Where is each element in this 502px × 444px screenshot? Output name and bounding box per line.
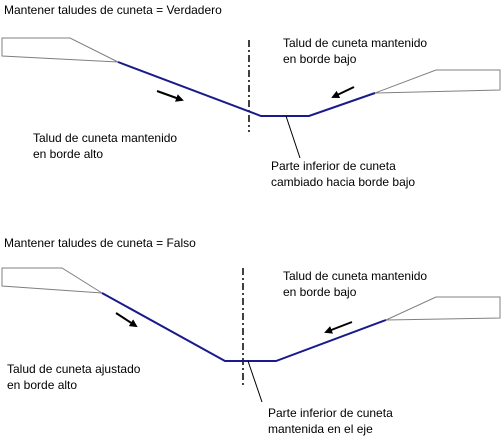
top-left-slope-band	[1, 37, 119, 63]
top-left-slope-arrow	[156, 90, 184, 102]
bottom-left-slope-arrow	[115, 312, 138, 328]
top-left-slope-label: Talud de cuneta mantenido en borde alto	[33, 131, 178, 161]
top-diagram	[1, 37, 501, 159]
bottom-right-slope-band	[385, 296, 501, 321]
bottom-right-slope-arrow	[324, 321, 353, 334]
bottom-ditch-profile	[101, 292, 387, 362]
bottom-diagram-title: Mantener taludes de cuneta = Falso	[4, 236, 196, 250]
bottom-diagram	[1, 267, 501, 403]
bottom-left-slope-band	[1, 267, 103, 294]
bottom-right-slope-label: Talud de cuneta mantenido en borde bajo	[283, 269, 428, 299]
top-right-slope-label: Talud de cuneta mantenido en borde bajo	[283, 36, 428, 66]
bottom-bottom-label: Parte inferior de cuneta mantenida en el…	[268, 406, 393, 436]
top-diagram-title: Mantener taludes de cuneta = Verdadero	[4, 3, 222, 17]
top-bottom-label: Parte inferior de cuneta cambiado hacia …	[271, 159, 416, 189]
bottom-left-slope-label: Talud de cuneta ajustado en borde alto	[7, 362, 141, 392]
top-ditch-profile	[117, 61, 376, 117]
top-right-slope-arrow	[331, 86, 355, 99]
bottom-bottom-leader	[247, 360, 263, 403]
top-bottom-leader	[285, 115, 301, 159]
top-right-slope-band	[374, 69, 501, 94]
